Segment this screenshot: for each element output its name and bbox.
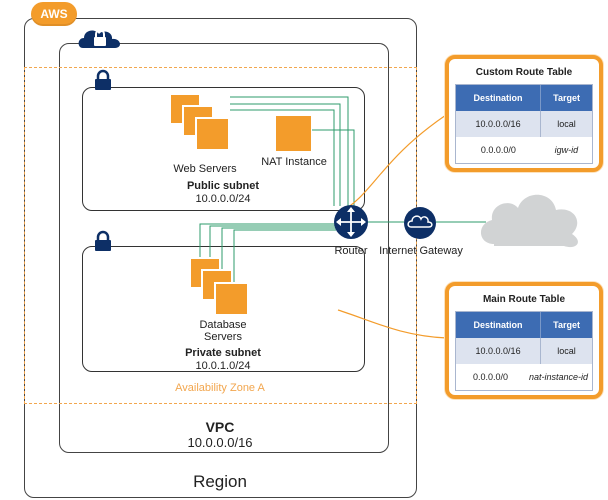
table-row: 10.0.0.0/16 local (456, 111, 592, 137)
vpc-label: VPC (205, 419, 235, 435)
router-icon (334, 205, 368, 239)
nat-instance-icon (276, 116, 311, 151)
aws-badge: AWS (31, 2, 77, 26)
database-servers-label-line1: Database (199, 319, 247, 331)
custom-route-table-connector (339, 114, 447, 213)
custom-route-table-grid: Destination Target 10.0.0.0/16 local 0.0… (455, 84, 593, 164)
private-subnet-container (82, 246, 365, 372)
target-header: Target (540, 85, 592, 111)
region-label: Region (193, 472, 247, 491)
internet-cloud-icon (480, 194, 578, 248)
internet-gateway-icon (404, 207, 436, 239)
target-cell: igw-id (554, 145, 579, 155)
target-cell: local (540, 338, 592, 364)
private-subnet-cidr: 10.0.1.0/24 (195, 360, 251, 372)
destination-cell: 0.0.0.0/0 (480, 145, 516, 155)
destination-cell: 10.0.0.0/16 (475, 346, 521, 356)
table-row: 10.0.0.0/16 local (456, 338, 592, 364)
custom-route-table: Custom Route Table Destination Target 10… (445, 55, 603, 172)
destination-cell: 0.0.0.0/0 (472, 372, 508, 382)
public-subnet-lock-icon (95, 69, 111, 90)
table-row: 0.0.0.0/0 igw-id (456, 137, 592, 163)
target-cell: nat-instance-id (528, 372, 589, 382)
vpc-container (59, 43, 389, 453)
main-route-table: Main Route Table Destination Target 10.0… (445, 282, 603, 399)
main-route-table-grid: Destination Target 10.0.0.0/16 local 0.0… (455, 311, 593, 391)
main-route-table-connector (337, 309, 448, 339)
table-header-row: Destination Target (456, 312, 592, 338)
target-cell: local (540, 111, 592, 137)
router-label: Router (334, 245, 368, 257)
table-header-row: Destination Target (456, 85, 592, 111)
vpc-cidr: 10.0.0.0/16 (187, 435, 253, 450)
vpc-lock-icon (78, 29, 121, 48)
private-subnet-label: Private subnet (185, 347, 261, 359)
database-servers-icon (189, 257, 249, 316)
destination-header: Destination (473, 320, 523, 330)
web-servers-label: Web Servers (173, 163, 237, 175)
destination-cell: 10.0.0.0/16 (475, 119, 521, 129)
availability-zone-label: Availability Zone A (175, 382, 265, 394)
internet-gateway-label: Internet Gateway (379, 245, 463, 257)
web-servers-icon (169, 93, 230, 151)
main-route-table-title: Main Route Table (482, 294, 566, 305)
destination-header: Destination (473, 93, 523, 103)
target-header: Target (540, 312, 592, 338)
public-subnet-container (82, 87, 365, 211)
public-subnet-label: Public subnet (186, 180, 260, 192)
private-subnet-lock-icon (95, 230, 111, 251)
public-subnet-cidr: 10.0.0.0/24 (195, 193, 251, 205)
nat-instance-label: NAT Instance (261, 156, 327, 168)
custom-route-table-title: Custom Route Table (475, 67, 573, 78)
connection-lines (199, 96, 486, 284)
table-row: 0.0.0.0/0 nat-instance-id (456, 364, 592, 390)
database-servers-label-line2: Servers (204, 331, 242, 343)
